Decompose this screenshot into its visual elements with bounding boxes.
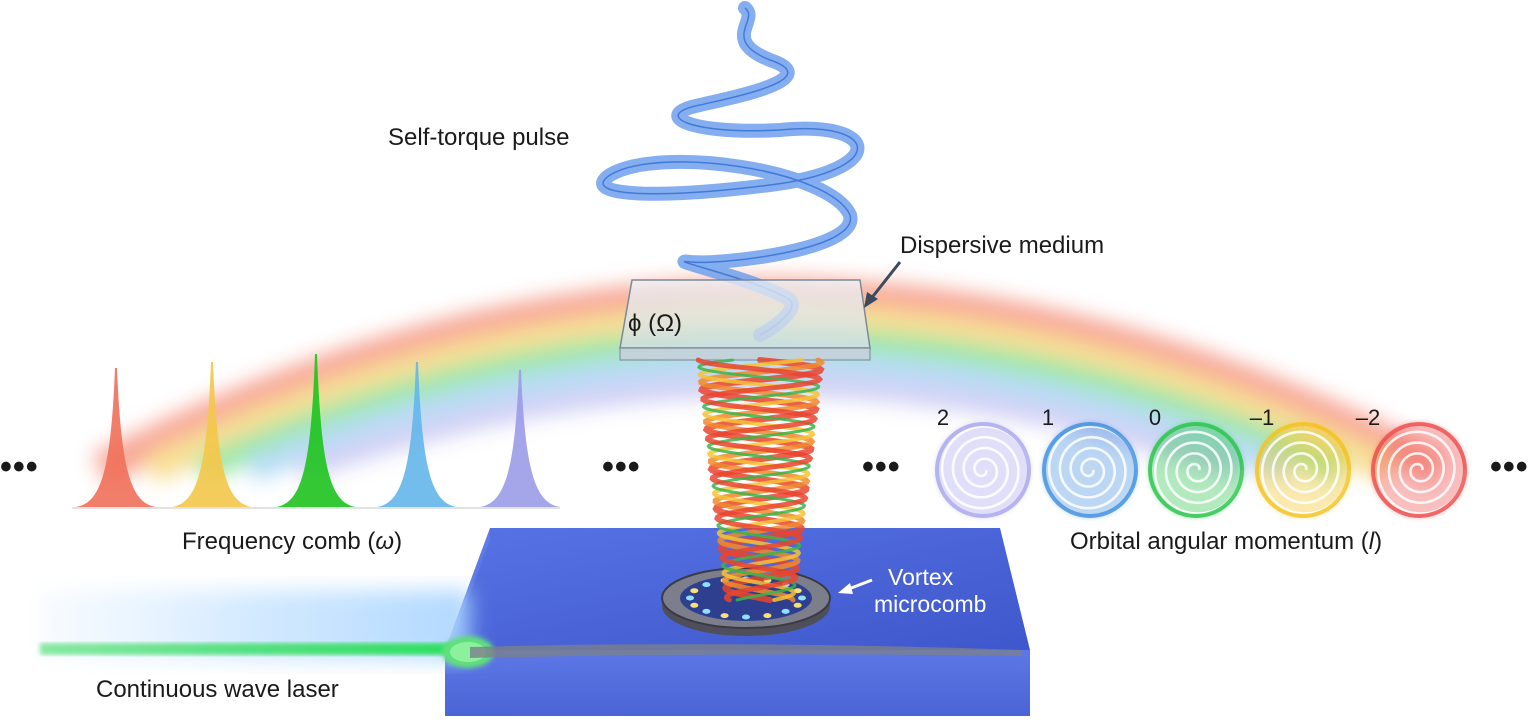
helix-strand-3 <box>697 358 820 602</box>
ring-spot-3 <box>781 608 790 614</box>
ellipsis-middle-right: ••• <box>862 448 901 486</box>
oam-label: Orbital angular momentum (l) <box>1070 528 1383 555</box>
self-torque-label: Self-torque pulse <box>388 124 570 151</box>
comb-peak-5 <box>480 370 560 507</box>
oam-value-1: 1 <box>1041 405 1055 430</box>
ellipsis-left: ••• <box>0 448 39 486</box>
ellipsis-right: ••• <box>1490 448 1529 486</box>
ring-spot-7 <box>702 608 711 614</box>
vortex-helix <box>695 357 826 603</box>
self-torque-pulse <box>596 1 865 342</box>
helix-strand-5 <box>695 357 824 603</box>
phase-label: ϕ (Ω) <box>628 310 683 337</box>
ring-spot-8 <box>690 602 699 608</box>
ring-spot-10 <box>690 588 699 594</box>
dispersive-medium-label: Dispersive medium <box>900 232 1105 259</box>
frequency-comb <box>72 354 560 509</box>
helix-strand-4 <box>697 358 821 602</box>
ring-spot-6 <box>720 613 729 619</box>
oam-mode-disc-2 <box>1042 422 1138 518</box>
comb-peak-1 <box>76 368 156 507</box>
ring-spot-2 <box>793 602 802 608</box>
comb-peak-4 <box>377 362 457 507</box>
ring-spot-11 <box>702 582 711 588</box>
dispersive-medium-plate <box>619 279 871 361</box>
oam-modes <box>935 422 1467 518</box>
oam-mode-disc-5 <box>1371 422 1467 518</box>
frequency-comb-label: Frequency comb (ω) <box>182 528 403 555</box>
oam-mode-disc-3 <box>1148 422 1244 518</box>
comb-peak-3 <box>276 354 356 507</box>
dispersive-arrow <box>864 261 902 308</box>
ring-spot-5 <box>742 614 750 620</box>
oam-value-minus2: –2 <box>1355 405 1381 430</box>
cw-laser-label: Continuous wave laser <box>96 676 339 703</box>
oam-value-2: 2 <box>936 405 950 430</box>
oam-mode-disc-4 <box>1255 422 1351 518</box>
ring-spot-9 <box>686 595 694 601</box>
oam-mode-disc-1 <box>935 422 1031 518</box>
helix-strand-2 <box>698 357 826 603</box>
vortex-arrow <box>838 578 873 594</box>
comb-peak-2 <box>172 362 252 507</box>
ring-spot-1 <box>798 595 806 601</box>
oam-value-0: 0 <box>1148 405 1162 430</box>
oam-value-minus1: –1 <box>1249 405 1275 430</box>
ring-spot-4 <box>763 613 772 619</box>
cw-laser-beam <box>40 590 1022 668</box>
ellipsis-middle-left: ••• <box>602 448 641 486</box>
